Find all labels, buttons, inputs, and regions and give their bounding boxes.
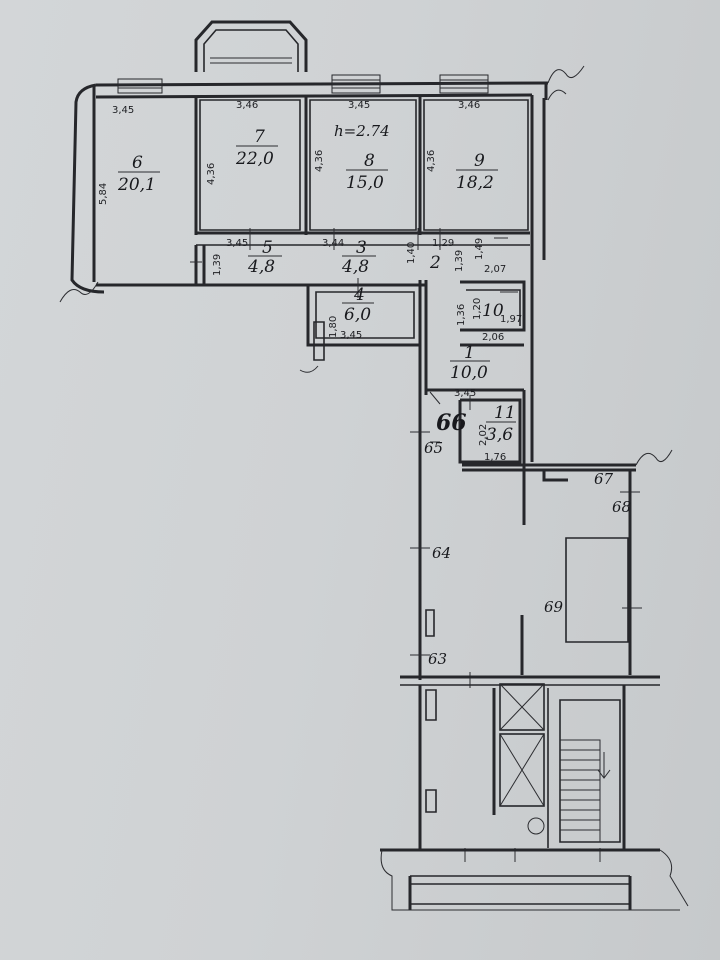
stair-lift-block — [380, 683, 689, 911]
outer-walls — [59, 65, 585, 440]
neighbor-label: 68 — [612, 498, 631, 516]
room-5-number: 5 — [262, 238, 273, 258]
neighbor-label: 63 — [428, 650, 447, 668]
common-area — [400, 449, 673, 686]
dim-label: 1,20 — [472, 298, 483, 320]
dim-label: 3,45 — [340, 330, 362, 341]
dim-label: 1,40 — [406, 242, 417, 264]
windows-top — [117, 74, 489, 94]
dim-label: 3,44 — [322, 238, 344, 249]
room-6-number: 6 — [132, 153, 143, 173]
dim-label: 1,97 — [500, 314, 522, 325]
neighbor-label: 64 — [432, 544, 451, 562]
room-11-area: 3,6 — [486, 425, 513, 445]
room-1-area: 10,0 — [450, 363, 488, 383]
dim-label: 1,36 — [456, 304, 467, 326]
room-2-number: 2 — [429, 253, 441, 273]
dim-label: 5,84 — [98, 183, 109, 205]
neighbor-label: 65 — [424, 439, 443, 457]
dim-label: 3,46 — [236, 100, 258, 111]
room-7-number: 7 — [254, 127, 265, 147]
room-8-area: 15,0 — [346, 173, 384, 193]
room-4-area: 6,0 — [344, 305, 371, 325]
ceiling-height-label: h=2.74 — [334, 122, 390, 140]
room-3-area: 4,8 — [341, 257, 369, 277]
dim-label: 1,29 — [432, 238, 454, 249]
room-4-number: 4 — [353, 285, 365, 305]
dim-label: 3,45 — [226, 238, 248, 249]
room-6-area: 20,1 — [117, 175, 156, 195]
dim-label: 3,45 — [112, 105, 134, 116]
room-7-area: 22,0 — [235, 149, 274, 169]
room-10-number: 10 — [482, 301, 504, 321]
dim-label: 1,39 — [212, 254, 223, 276]
dim-label: 1,76 — [484, 452, 506, 463]
dim-label: 3,46 — [458, 100, 480, 111]
dim-label: 2,06 — [482, 332, 504, 343]
dim-label: 1,39 — [454, 250, 465, 272]
dim-label: 1,49 — [474, 238, 485, 260]
bay-window — [194, 20, 308, 72]
room-5-area: 4,8 — [247, 257, 275, 277]
dim-label: 4,36 — [426, 150, 437, 172]
room-3-number: 3 — [356, 238, 367, 258]
dimension-labels: 3,45 3,46 3,45 3,46 5,84 4,36 4,36 4,36 … — [98, 100, 522, 463]
neighbor-label: 67 — [594, 470, 614, 488]
room-labels: h=2.74 6 20,1 7 22,0 8 15,0 9 18,2 5 4,8… — [117, 122, 631, 668]
dim-label: 4,36 — [314, 150, 325, 172]
dim-label: 3,45 — [454, 388, 476, 399]
dim-label: 4,36 — [206, 163, 217, 185]
dim-label: 1,80 — [328, 316, 339, 338]
unit-number-label: 66 — [436, 410, 467, 436]
room-8-number: 8 — [364, 151, 375, 171]
dim-label: 2,02 — [478, 424, 489, 446]
room-11-number: 11 — [494, 403, 516, 423]
room-1-number: 1 — [464, 343, 475, 363]
dim-label: 3,45 — [348, 100, 370, 111]
room-9-number: 9 — [474, 151, 485, 171]
interior-walls — [194, 97, 534, 680]
dim-label: 2,07 — [484, 264, 506, 275]
room-9-area: 18,2 — [456, 173, 494, 193]
tick-marks — [190, 228, 642, 862]
neighbor-label: 69 — [544, 598, 564, 616]
